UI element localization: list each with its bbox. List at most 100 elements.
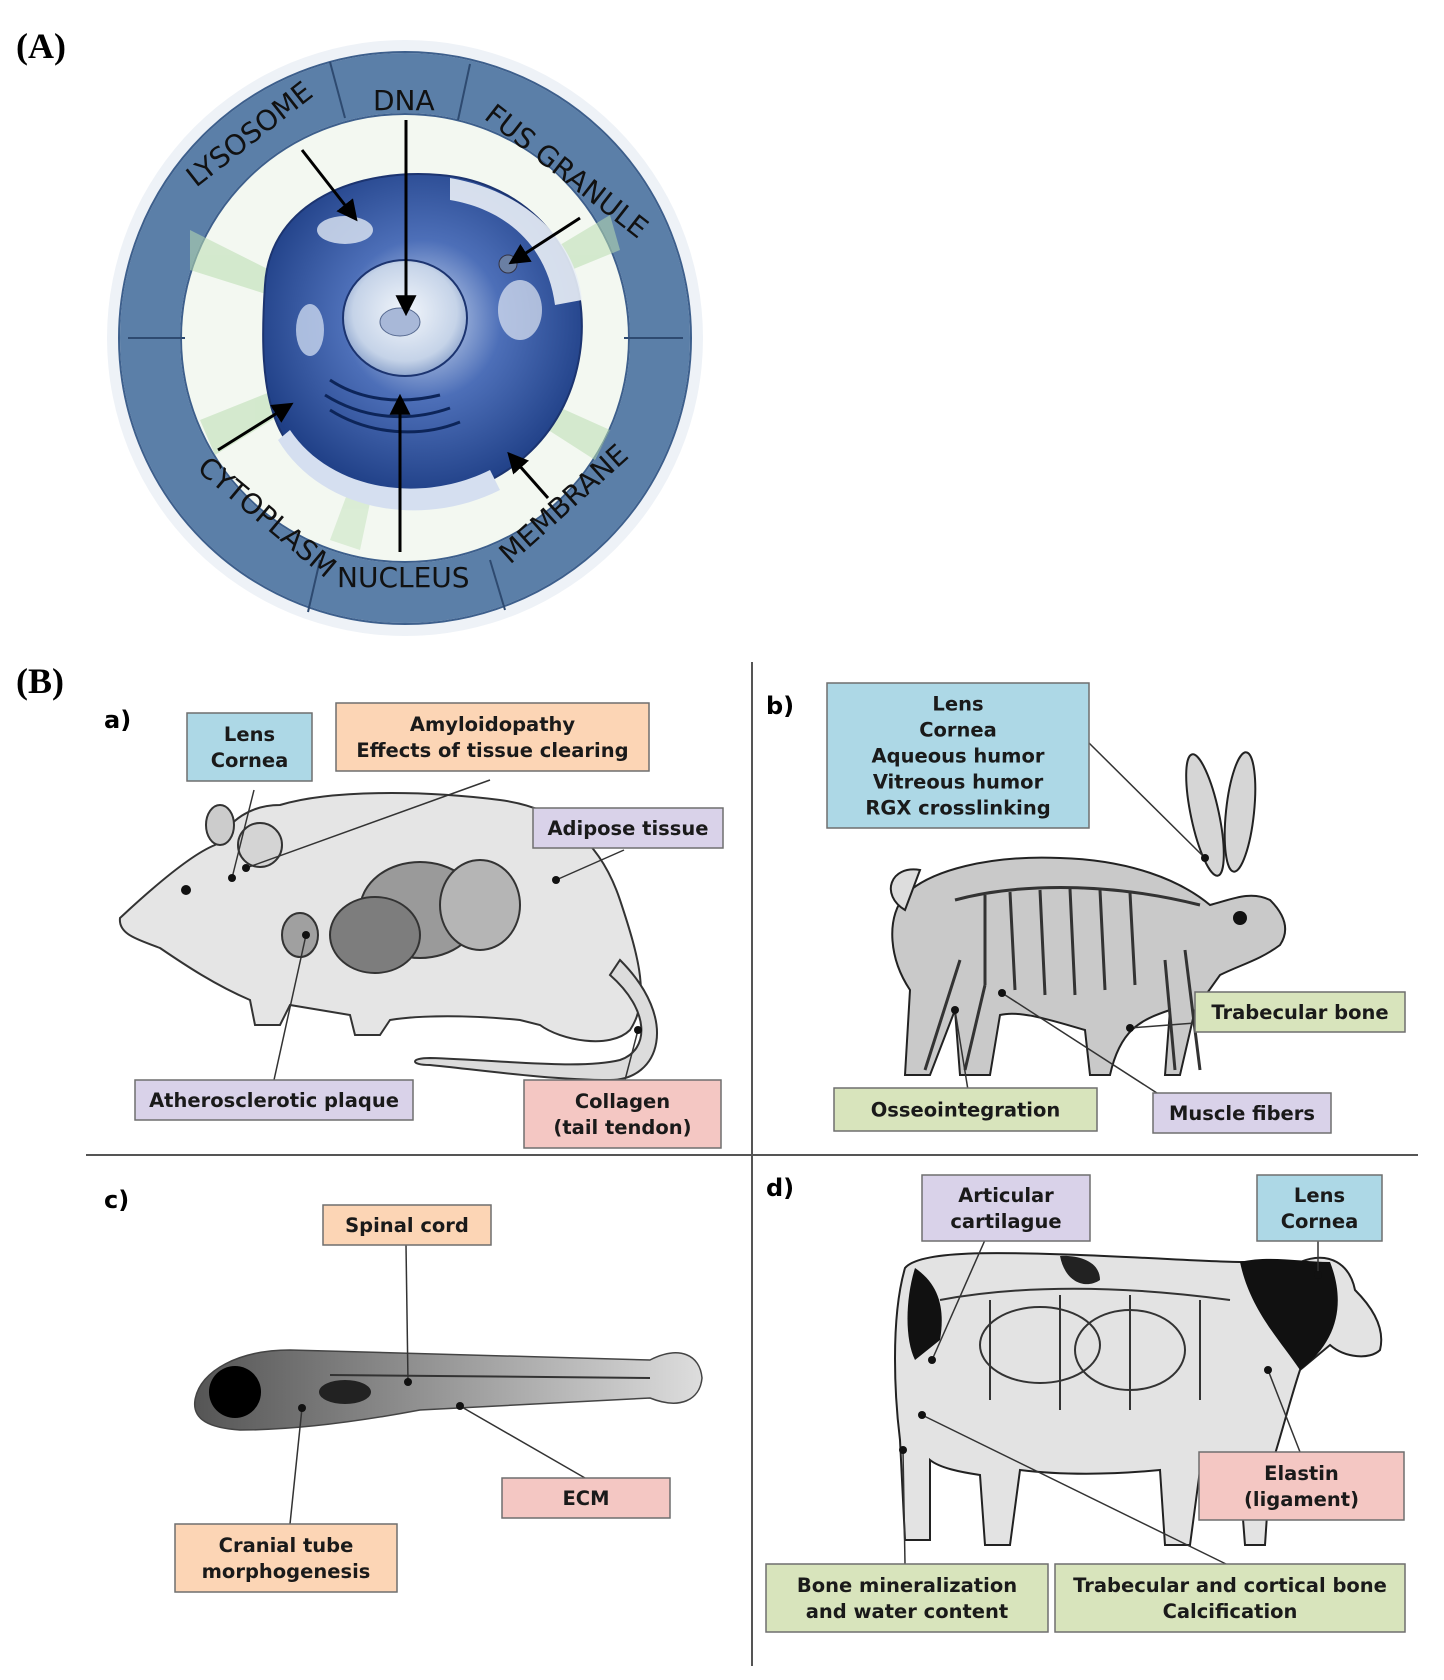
mouse-adipose-box-frame <box>532 807 724 849</box>
cow-cartilage-box-text-line: cartilague <box>950 1210 1061 1233</box>
rabbit-eye-box-frame <box>826 682 1090 829</box>
cell-body <box>262 173 583 511</box>
mouse-plaque-box: Atherosclerotic plaque <box>134 1079 414 1121</box>
arrow-cytoplasm <box>217 402 294 452</box>
mouse-lens-box-frame <box>186 712 313 782</box>
arrow-membrane <box>507 451 550 499</box>
ring-label-dna: DNA <box>373 84 435 117</box>
leader-mouse-lens <box>231 789 255 879</box>
leader-fish-cranial <box>289 1407 303 1525</box>
leader-fish-ecm <box>459 1405 586 1479</box>
mouse-plaque-box-frame <box>134 1079 414 1121</box>
cow-lens-box-text-line: Cornea <box>1281 1210 1359 1233</box>
fish-ecm-box: ECM <box>501 1477 671 1519</box>
mouse-amyloid-box-frame <box>335 702 650 772</box>
ring-outer-edge <box>118 51 692 625</box>
fish-cranial-box: Cranial tube morphogenesis <box>174 1523 398 1593</box>
ring-separators <box>128 61 683 613</box>
fish-spinal-box-text-line: Spinal cord <box>345 1214 469 1237</box>
rabbit-osseo-box-text-line: Osseointegration <box>871 1099 1061 1122</box>
leader-cow-elastin <box>1267 1369 1301 1453</box>
cow-trabecular-box-text-line: Calcification <box>1163 1600 1298 1623</box>
cow-lens-box-text-line: Lens <box>1294 1184 1345 1207</box>
mouse-plaque-box-text-line: Atherosclerotic plaque <box>149 1089 399 1112</box>
mouse-lens-box-text-line: Cornea <box>211 749 289 772</box>
panel-b-letter: (B) <box>16 661 64 701</box>
arrow-lysosome <box>300 149 358 222</box>
rabbit-osseo-box: Osseointegration <box>833 1087 1098 1132</box>
leader-dots <box>228 854 1322 1454</box>
cow-elastin-box-frame <box>1198 1451 1405 1521</box>
mouse-collagen-box-frame <box>523 1079 722 1149</box>
cow-elastin-box: Elastin (ligament) <box>1198 1451 1405 1521</box>
leader-rabbit-eye <box>1087 741 1206 859</box>
cell-arrows <box>217 120 581 552</box>
cow-cartilage-box-text-line: Articular <box>958 1184 1054 1207</box>
rabbit-eye-box-text-line: RGX crosslinking <box>865 797 1050 820</box>
rabbit-skeleton <box>923 886 1202 1071</box>
mouse-collagen-box-text-line: Collagen <box>575 1090 670 1113</box>
cow-cartilage-box: Articular cartilague <box>921 1174 1091 1242</box>
rabbit-osseo-box-frame <box>833 1087 1098 1132</box>
panel-a-letter: (A) <box>16 26 66 66</box>
rabbit-trabecular-box-text-line: Trabecular bone <box>1211 1001 1388 1024</box>
cow-cartilage-box-frame <box>921 1174 1091 1242</box>
zebrafish-illustration <box>194 1349 703 1431</box>
rabbit-illustration <box>889 751 1287 1076</box>
mouse-adipose-box-text-line: Adipose tissue <box>547 817 708 840</box>
rabbit-trabecular-box: Trabecular bone <box>1194 991 1406 1033</box>
leader-lines <box>231 741 1319 1565</box>
leader-mouse-amyloid <box>245 779 491 869</box>
mouse-collagen-box: Collagen (tail tendon) <box>523 1079 722 1149</box>
leader-rabbit-osseo <box>954 1009 969 1091</box>
leader-fish-spinal <box>405 1244 409 1383</box>
fish-swim-bladder <box>319 1380 371 1404</box>
leader-mouse-adipose <box>555 849 625 881</box>
mouse-amyloid-box-text-line: Effects of tissue clearing <box>356 739 628 762</box>
fish-cranial-box-frame <box>174 1523 398 1593</box>
rabbit-muscle-box-frame <box>1152 1092 1332 1134</box>
fish-cranial-box-text-line: morphogenesis <box>202 1560 371 1583</box>
fish-cranial-box-text-line: Cranial tube <box>219 1534 354 1557</box>
rabbit-muscle-box-text-line: Muscle fibers <box>1169 1102 1315 1125</box>
leader-cow-trabecular <box>921 1414 1227 1565</box>
cow-trabecular-box-frame <box>1054 1563 1406 1633</box>
cow-trabecular-box: Trabecular and cortical boneCalcificatio… <box>1054 1563 1406 1633</box>
cow-elastin-box-text-line: (ligament) <box>1244 1488 1359 1511</box>
mouse-illustration <box>118 792 658 1082</box>
subpanel-d-letter: d) <box>766 1174 794 1202</box>
fus-granule-dot <box>498 254 518 274</box>
mouse-adipose-box: Adipose tissue <box>532 807 724 849</box>
cow-trabecular-box-text-line: Trabecular and cortical bone <box>1073 1574 1387 1597</box>
rabbit-eye-box-text-line: Lens <box>932 693 983 716</box>
fish-spinal-box: Spinal cord <box>322 1204 492 1246</box>
cow-lens-box-frame <box>1256 1174 1383 1242</box>
rabbit-eye-box-text-line: Vitreous humor <box>873 771 1044 794</box>
subpanel-c-letter: c) <box>104 1186 129 1214</box>
leader-cow-bone <box>902 1449 906 1565</box>
fish-eye <box>209 1366 261 1418</box>
cow-bone-box-frame <box>765 1563 1049 1633</box>
cow-skeleton <box>939 1287 1231 1410</box>
mouse-amyloid-box-text-line: Amyloidopathy <box>410 713 576 736</box>
cow-bone-box-text-line: and water content <box>806 1600 1009 1623</box>
rabbit-eye-box-text-line: Aqueous humor <box>872 745 1045 768</box>
cow-bone-box-text-line: Bone mineralization <box>797 1574 1017 1597</box>
arrow-fus-granule <box>508 216 581 265</box>
mouse-collagen-box-text-line: (tail tendon) <box>553 1116 691 1139</box>
leader-cow-cartilage <box>931 1239 986 1361</box>
cell-diagram: LYSOSOME DNA FUS GRANULE MEMBRANE NUCLEU… <box>107 40 703 636</box>
rabbit-trabecular-box-frame <box>1194 991 1406 1033</box>
leader-mouse-plaque <box>273 934 307 1081</box>
cow-bone-box: Bone mineralization and water content <box>765 1563 1049 1633</box>
rabbit-eye-box-text-line: Cornea <box>919 719 997 742</box>
fish-spinal-box-frame <box>322 1204 492 1246</box>
cow-elastin-box-text-line: Elastin <box>1264 1462 1339 1485</box>
mouse-tail <box>414 958 658 1082</box>
